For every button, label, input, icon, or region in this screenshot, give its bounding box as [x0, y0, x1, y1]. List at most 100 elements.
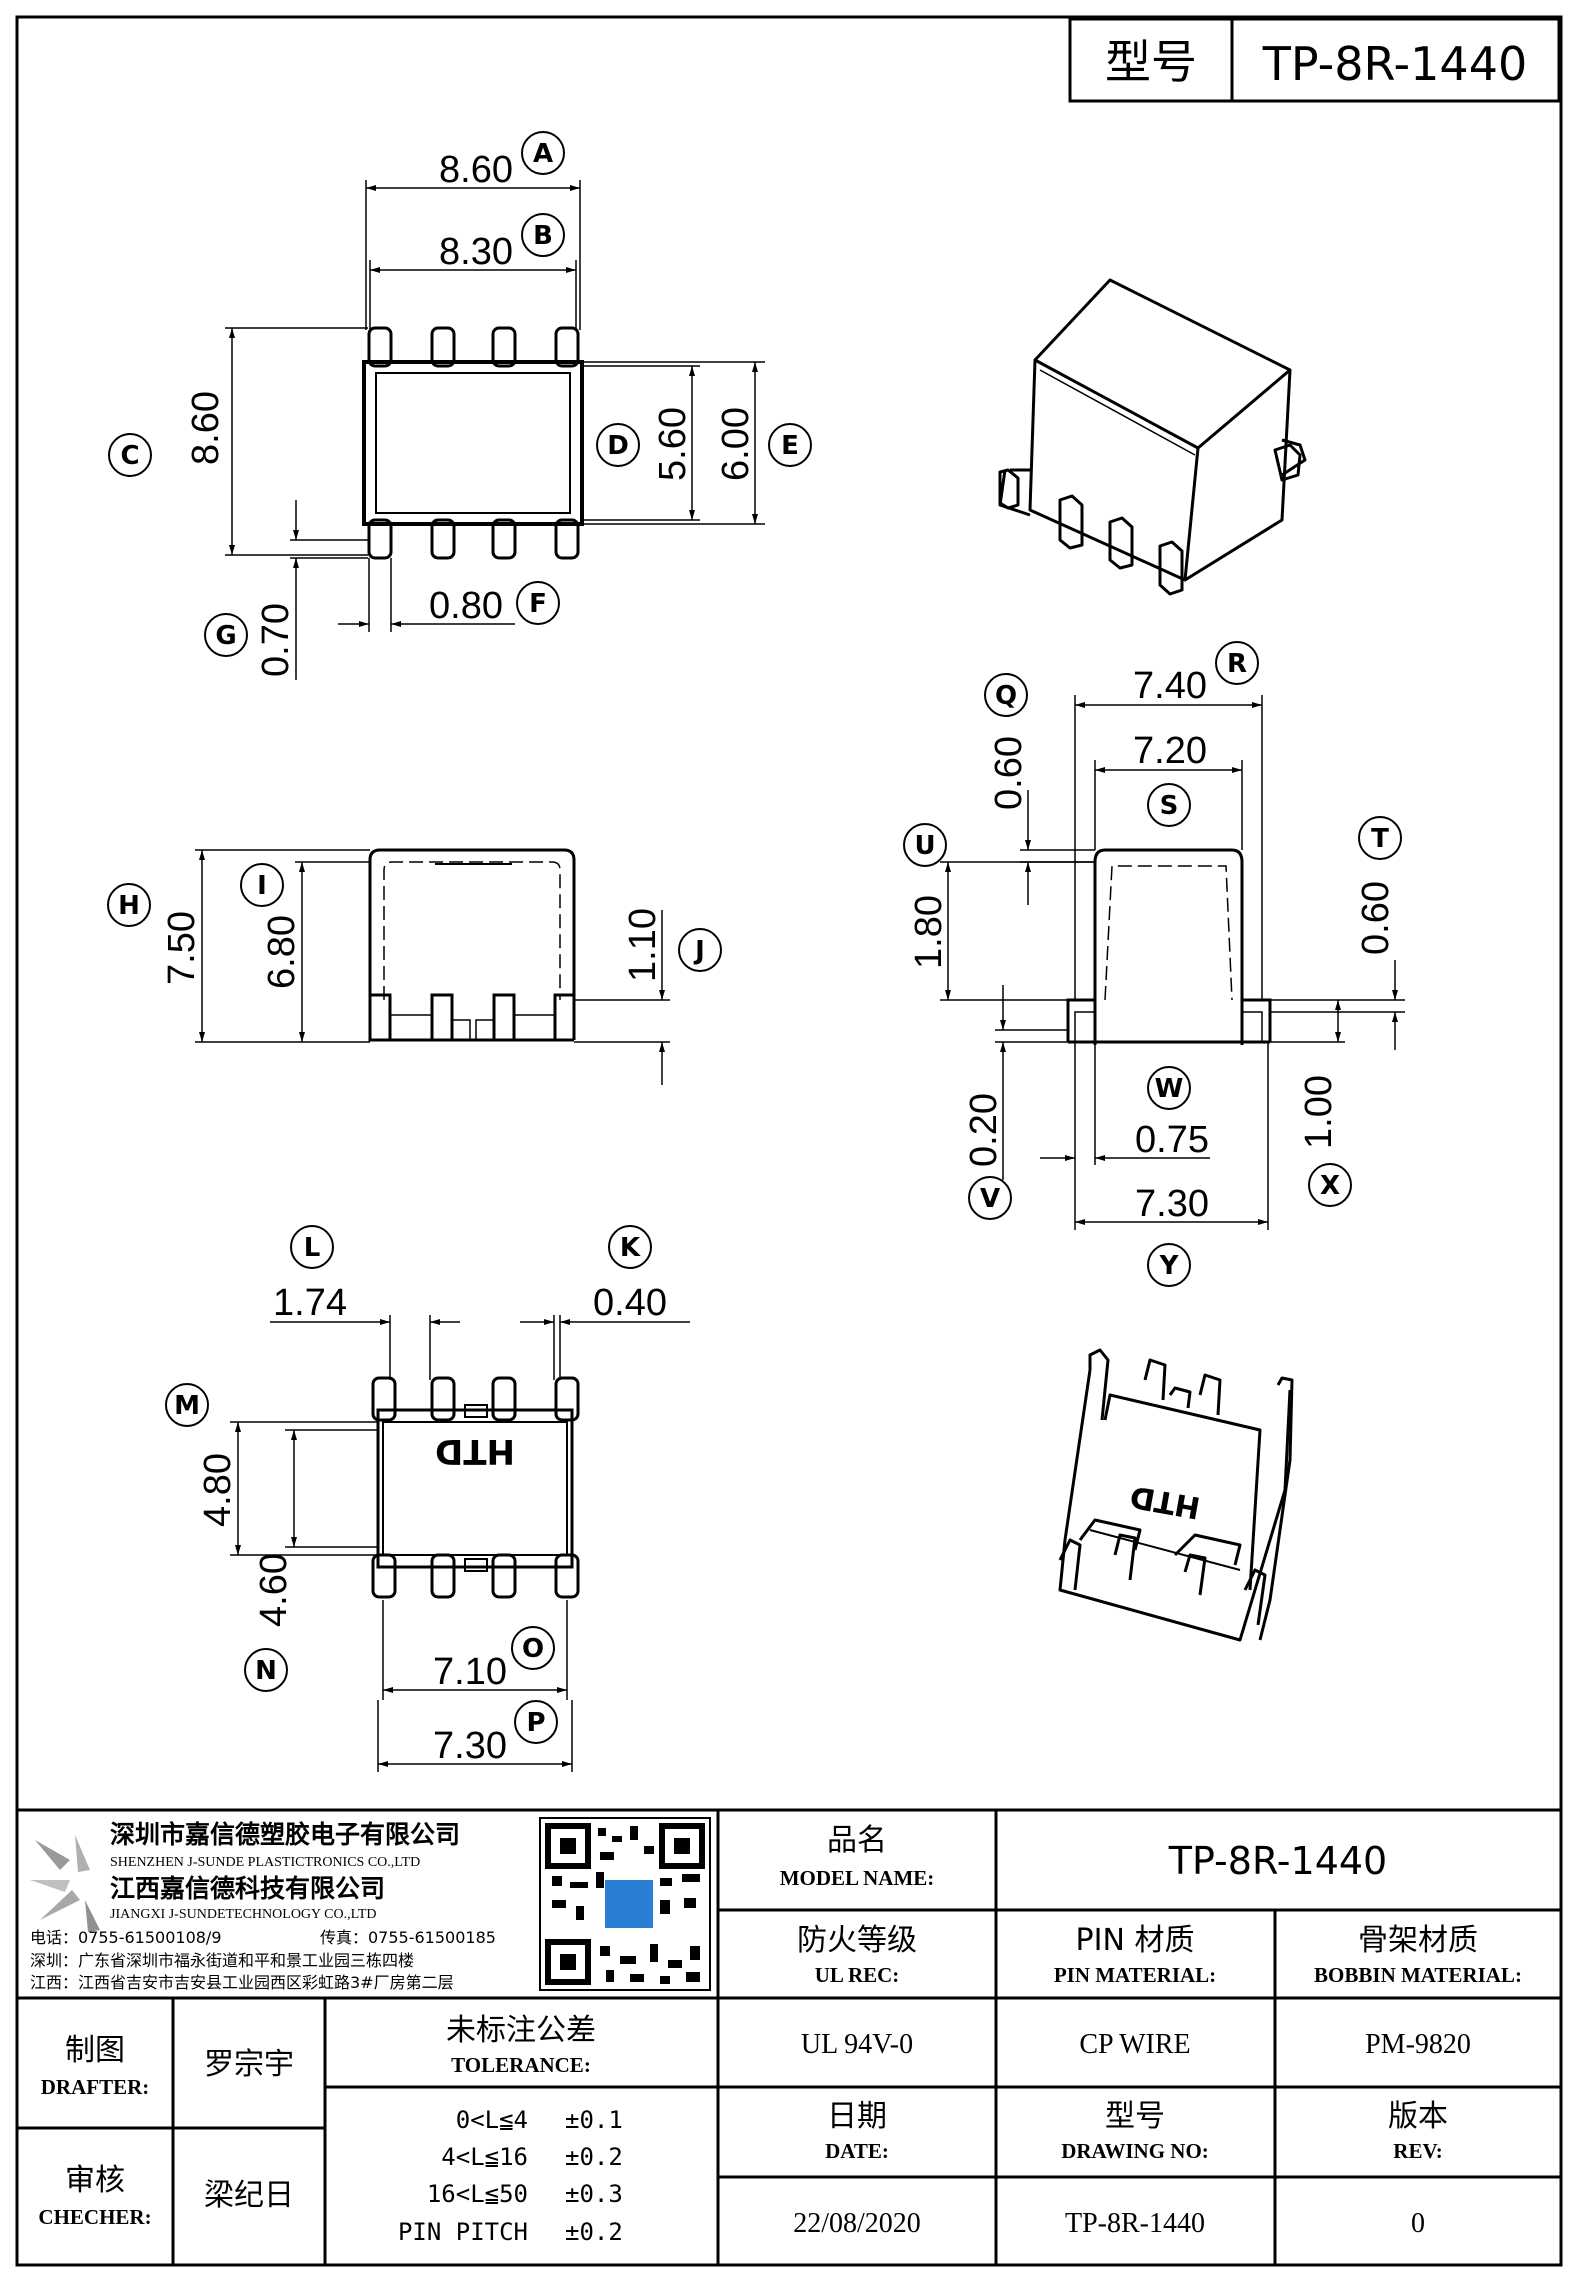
svg-text:W: W [1155, 1074, 1184, 1104]
dim-i-value: 6.80 [261, 915, 303, 989]
qr-code [539, 1817, 711, 1991]
label-e: E [768, 423, 812, 467]
bottom-view [371, 1376, 580, 1599]
header-model-value: TP-8R-1440 [1262, 37, 1527, 91]
ul-rec-en: UL REC: [815, 1963, 900, 1987]
svg-text:J: J [693, 936, 705, 966]
dim-s-value: 7.20 [1133, 730, 1207, 772]
tolerance-range-4: PIN PITCH [398, 2218, 528, 2246]
header-model-label: 型号 [1105, 35, 1197, 89]
label-v: V [968, 1176, 1012, 1220]
checker-name: 梁纪日 [204, 2178, 294, 2213]
tolerance-value-4: ±0.2 [565, 2218, 623, 2246]
isometric-view-bottom [1058, 1348, 1294, 1642]
label-i: I [240, 863, 284, 907]
drawing-no-en: DRAWING NO: [1061, 2139, 1209, 2163]
dim-c-value: 8.60 [185, 391, 227, 465]
dim-g-value: 0.70 [255, 603, 297, 677]
label-g: G [204, 613, 248, 657]
label-r: R [1215, 641, 1259, 685]
tolerance-range-1: 0<L≦4 [456, 2106, 528, 2134]
label-q: Q [984, 673, 1028, 717]
dim-j-value: 1.10 [622, 908, 664, 982]
pin-material-cn: PIN 材质 [1076, 1923, 1195, 1958]
front-view [368, 848, 576, 1042]
drawing-no-cn: 型号 [1105, 2099, 1165, 2134]
dim-v-value: 0.20 [963, 1093, 1005, 1167]
rev-en: REV: [1393, 2139, 1442, 2163]
bottom-view-marking: HTD [435, 1431, 515, 1471]
label-n: N [244, 1648, 288, 1692]
side-view-dims [940, 695, 1405, 1230]
front-view-dims [195, 849, 670, 1085]
drafter-en: DRAFTER: [41, 2075, 150, 2099]
rev-value: 0 [1411, 2208, 1425, 2239]
svg-text:E: E [781, 431, 799, 461]
isometric-view-top [998, 278, 1307, 596]
svg-text:D: D [607, 431, 629, 461]
dim-p-value: 7.30 [433, 1725, 507, 1767]
dim-m-value: 4.80 [197, 1453, 239, 1527]
label-b: B [521, 213, 565, 257]
rev-cn: 版本 [1388, 2099, 1448, 2134]
svg-text:H: H [118, 891, 140, 921]
label-m: M [165, 1383, 209, 1427]
label-y: Y [1147, 1243, 1191, 1287]
svg-text:B: B [533, 221, 553, 251]
drawing-no-value: TP-8R-1440 [1065, 2208, 1205, 2239]
company-address-shenzhen: 深圳：广东省深圳市福永街道和平和景工业园三栋四楼 [30, 1951, 414, 1970]
label-h: H [107, 883, 151, 927]
pin-material-en: PIN MATERIAL: [1054, 1963, 1216, 1987]
dim-d-value: 5.60 [652, 407, 694, 481]
date-value: 22/08/2020 [793, 2208, 921, 2239]
tolerance-en: TOLERANCE: [451, 2053, 591, 2077]
bottom-view-dims [230, 1315, 690, 1772]
model-name-cn: 品名 [827, 1823, 887, 1858]
label-j: J [678, 928, 722, 972]
label-a: A [521, 131, 565, 175]
ul-rec-cn: 防火等级 [797, 1923, 917, 1958]
label-k: K [608, 1225, 652, 1269]
svg-text:X: X [1320, 1171, 1340, 1201]
svg-text:L: L [304, 1233, 321, 1263]
dim-q-value: 0.60 [988, 736, 1030, 810]
tolerance-value-2: ±0.2 [565, 2143, 623, 2171]
svg-text:V: V [980, 1184, 1000, 1214]
label-s: S [1147, 783, 1191, 827]
checker-en: CHECHER: [38, 2205, 151, 2229]
dim-e-value: 6.00 [715, 407, 757, 481]
label-w: W [1147, 1066, 1191, 1110]
label-l: L [290, 1225, 334, 1269]
model-name-en: MODEL NAME: [780, 1866, 935, 1890]
company-info: 深圳市嘉信德塑胶电子有限公司 SHENZHEN J-SUNDE PLASTICT… [30, 1820, 496, 1992]
dim-h-value: 7.50 [161, 911, 203, 985]
dim-o-value: 7.10 [433, 1651, 507, 1693]
pin-material-value: CP WIRE [1079, 2029, 1190, 2060]
svg-text:T: T [1371, 824, 1389, 854]
dim-w-value: 0.75 [1135, 1119, 1209, 1161]
label-o: O [511, 1626, 555, 1670]
side-view [1066, 848, 1272, 1045]
tolerance-cn: 未标注公差 [446, 2013, 596, 2048]
svg-text:M: M [174, 1391, 200, 1421]
company-name-en-1: SHENZHEN J-SUNDE PLASTICTRONICS CO.,LTD [110, 1855, 420, 1870]
svg-text:C: C [120, 441, 139, 471]
header-model-box: 型号 TP-8R-1440 [1068, 17, 1561, 103]
isometric-marking: HTD [1127, 1478, 1202, 1525]
bobbin-material-value: PM-9820 [1365, 2029, 1471, 2060]
svg-text:F: F [529, 589, 547, 619]
top-view [362, 326, 584, 560]
label-c: C [108, 433, 152, 477]
dim-f-value: 0.80 [429, 585, 503, 627]
svg-text:Q: Q [995, 681, 1017, 711]
bobbin-material-cn: 骨架材质 [1358, 1923, 1478, 1958]
date-cn: 日期 [827, 2099, 887, 2134]
dim-u-value: 1.80 [908, 895, 950, 969]
ul-rec-value: UL 94V-0 [801, 2029, 913, 2060]
tolerance-range-2: 4<L≦16 [441, 2143, 528, 2171]
outer-frame [15, 15, 1563, 2267]
checker-cn: 审核 [65, 2163, 125, 2198]
top-view-dims [225, 180, 765, 680]
dim-b-value: 8.30 [439, 231, 513, 273]
